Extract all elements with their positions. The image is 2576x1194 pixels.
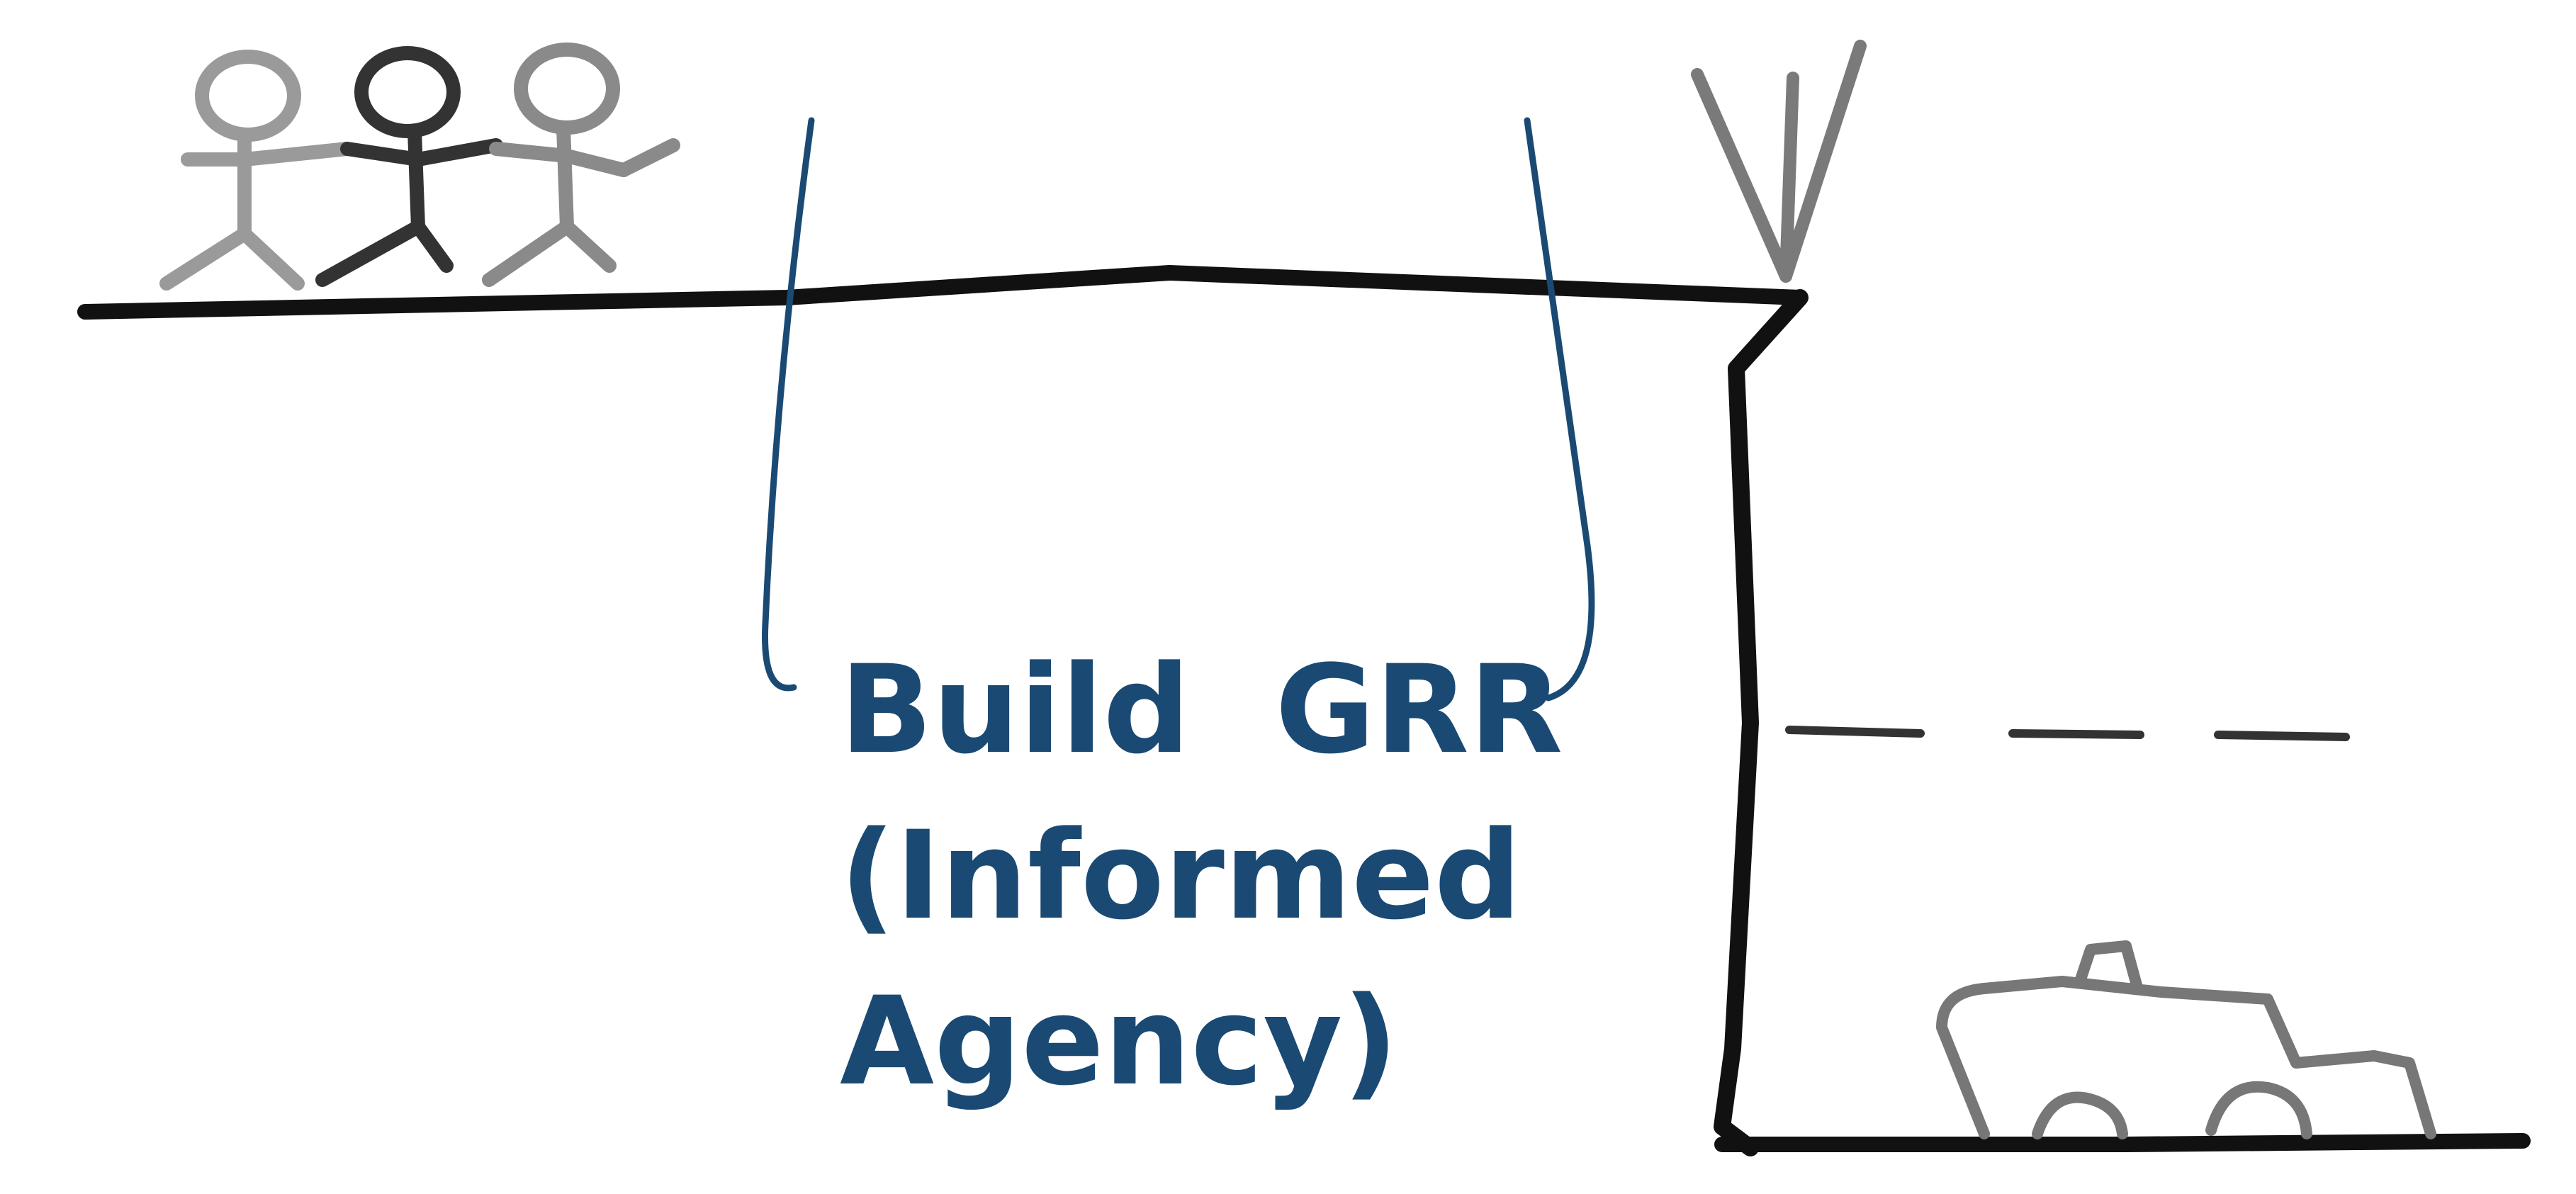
dash-1 [1785, 726, 1925, 738]
build-grr-label: Build GRR (Informed Agency) [840, 627, 1563, 1125]
crashed-car-icon [1936, 940, 2436, 1139]
dashed-line [1785, 726, 2350, 741]
label-line-1: Build GRR [840, 638, 1563, 781]
right-bracket-curve [1524, 117, 1595, 702]
dash-2 [2008, 729, 2144, 739]
stick-figure-icon [315, 46, 503, 287]
cliff-bottom-ground-line [1714, 1133, 2531, 1152]
label-line-2: (Informed [840, 804, 1522, 947]
stick-figure-icon [159, 50, 354, 291]
label-line-3: Agency) [840, 970, 1399, 1113]
left-bracket-curve [762, 117, 815, 692]
cliff-top-ground-line [77, 265, 1808, 320]
cliff-face-line [1714, 289, 1809, 1156]
dash-3 [2214, 731, 2350, 741]
warning-sign-icon [1691, 40, 1867, 283]
stick-figure-icon [482, 43, 680, 287]
